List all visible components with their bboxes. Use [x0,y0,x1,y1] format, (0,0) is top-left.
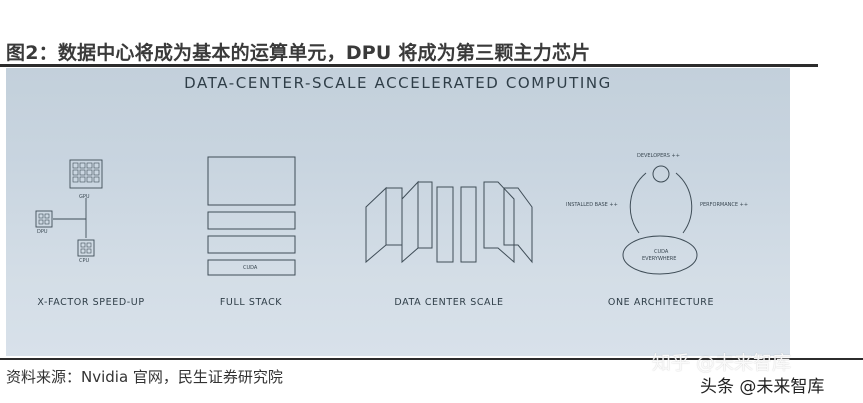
cuda-ellipse [622,235,698,275]
stack-layer-cuda [207,259,296,276]
stack-layer-2 [207,211,296,230]
xfactor-label: X-FACTOR SPEED-UP [37,297,145,308]
full-stack-diagram [207,156,296,276]
dpu-label: DPU [37,229,48,235]
speedup-diagram [35,159,103,257]
toutiao-watermark: 头条 @未来智库 [700,377,825,397]
slide-image: DATA-CENTER-SCALE ACCELERATED COMPUTING [6,68,790,356]
developers-circle [652,165,670,183]
cuda-label: CUDA [654,249,669,255]
everywhere-label: EVERYWHERE [642,256,677,262]
stack-layer-3 [207,235,296,254]
developers-label: DEVELOPERS ++ [637,153,680,159]
cpu-label: CPU [79,258,90,264]
gpu-label: GPU [79,194,90,200]
one-architecture-label: ONE ARCHITECTURE [607,297,715,308]
cpu-chip-icon [77,239,95,257]
rack [436,186,454,263]
source-rule [0,358,863,360]
slide-diagrams [35,156,698,276]
installed-base-label: INSTALLED BASE ++ [566,202,618,208]
cuda-layer-label: CUDA [243,265,258,271]
source-note: 资料来源：Nvidia 官网，民生证券研究院 [6,368,283,386]
performance-label: PERFORMANCE ++ [700,202,749,208]
title-rule [0,64,818,67]
rack [365,186,387,264]
architecture-diagram [622,165,698,275]
data-center-scale-label: DATA CENTER SCALE [394,297,504,308]
zhihu-watermark: 知乎 @未来智库 [652,352,792,374]
rack [483,181,515,264]
gpu-cores [72,162,100,183]
figure-title: 图2：数据中心将成为基本的运算单元，DPU 将成为第三颗主力芯片 [6,42,591,64]
full-stack-label: FULL STACK [219,297,283,308]
architecture-arc [629,172,647,234]
rack [401,180,419,264]
dpu-chip-icon [35,210,53,228]
rack [503,187,533,264]
stack-layer-top [207,156,296,206]
slide-heading: DATA-CENTER-SCALE ACCELERATED COMPUTING [184,74,612,92]
rack [460,186,477,263]
gpu-chip-icon [69,159,103,189]
datacenter-racks [365,180,533,264]
